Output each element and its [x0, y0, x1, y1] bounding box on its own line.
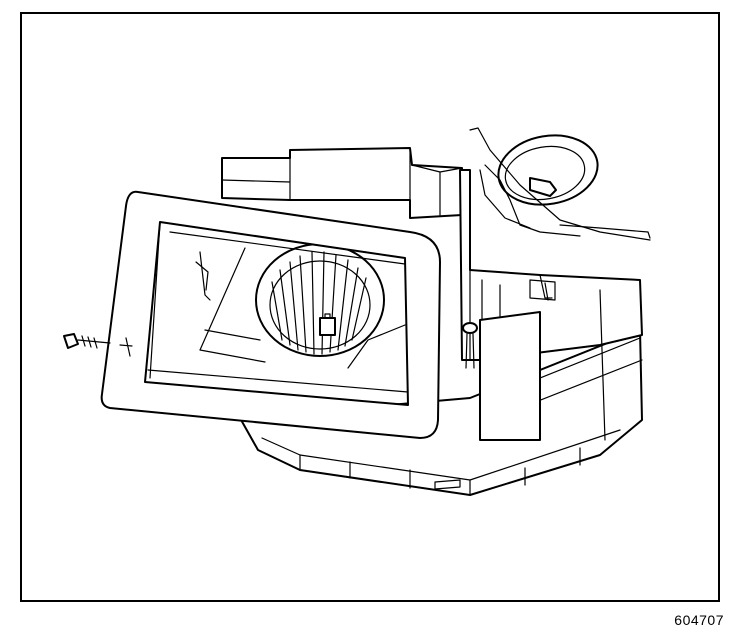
- housing-clip: [539, 274, 553, 299]
- figure-reference-number: 604707: [674, 612, 724, 628]
- blower-adapter-frame: [100, 190, 441, 439]
- housing-screw: [462, 322, 478, 369]
- upper-housing: [221, 147, 463, 219]
- lower-housing: [239, 329, 643, 496]
- blower-wheel: [255, 243, 385, 357]
- motor-wiring: [469, 127, 651, 241]
- side-housing: [459, 169, 643, 441]
- fastener-screw: [63, 333, 133, 357]
